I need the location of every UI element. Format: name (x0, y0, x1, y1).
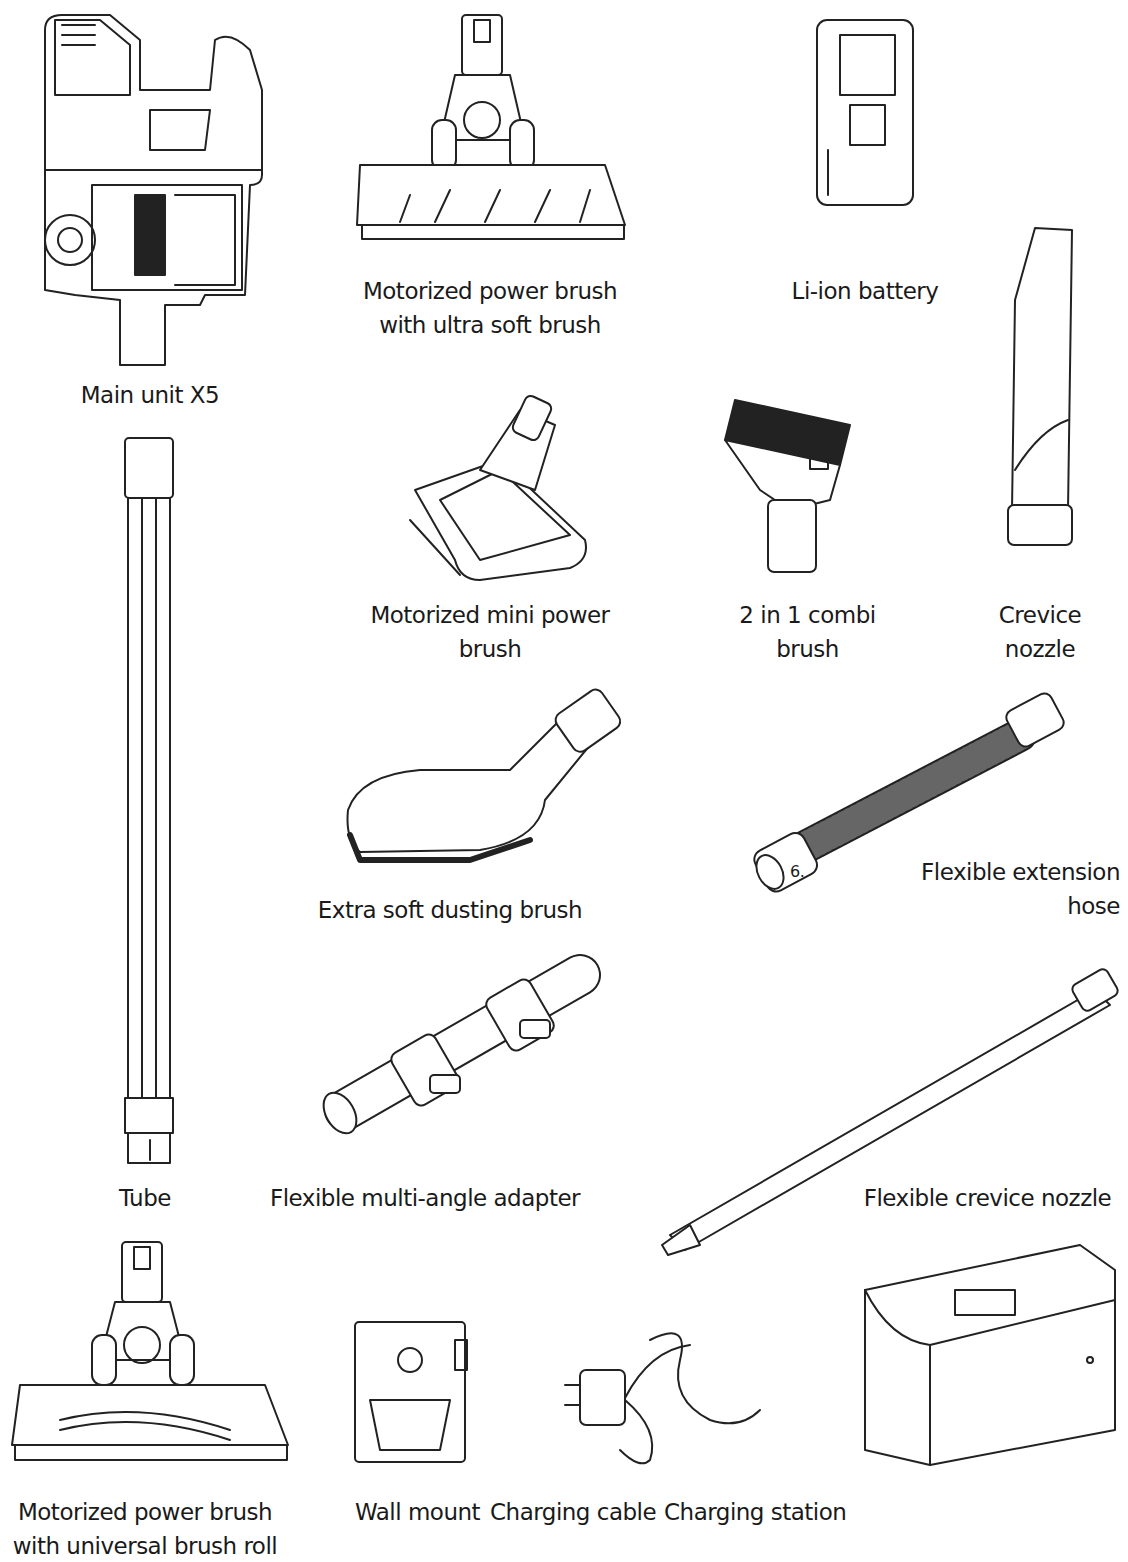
charging-station (865, 1245, 1115, 1465)
part-label: Crevice nozzle (985, 598, 1095, 666)
power-brush-universal (12, 1242, 288, 1460)
part-label: Charging cable (490, 1495, 670, 1529)
main-unit (45, 15, 262, 365)
part-label: 2 in 1 combi brush (720, 598, 895, 666)
part-label: Li-ion battery (770, 274, 960, 308)
wall-mount (355, 1322, 467, 1462)
part-label: Motorized power brush with universal bru… (0, 1495, 290, 1562)
charging-cable (565, 1333, 760, 1463)
part-label: Flexible extension hose (900, 855, 1120, 923)
flexible-crevice-nozzle (662, 967, 1120, 1255)
callout-number: 6. (790, 862, 830, 882)
battery (817, 20, 913, 205)
combi-brush (725, 400, 850, 572)
part-label: Flexible crevice nozzle (850, 1181, 1125, 1215)
crevice-nozzle (1008, 228, 1072, 545)
part-label: Tube (90, 1181, 200, 1215)
multi-angle-adapter (317, 975, 580, 1139)
part-label: Charging station (664, 1495, 864, 1529)
part-label: Motorized power brush with ultra soft br… (345, 274, 635, 342)
power-brush-soft (357, 15, 625, 239)
mini-power-brush (410, 394, 586, 580)
part-label: Main unit X5 (40, 378, 260, 412)
tube (125, 438, 173, 1163)
part-label: Flexible multi-angle adapter (250, 1181, 600, 1215)
part-label: Motorized mini power brush (370, 598, 610, 666)
part-label: Extra soft dusting brush (300, 893, 600, 927)
part-label: Wall mount (355, 1495, 490, 1529)
dusting-brush (348, 686, 624, 860)
